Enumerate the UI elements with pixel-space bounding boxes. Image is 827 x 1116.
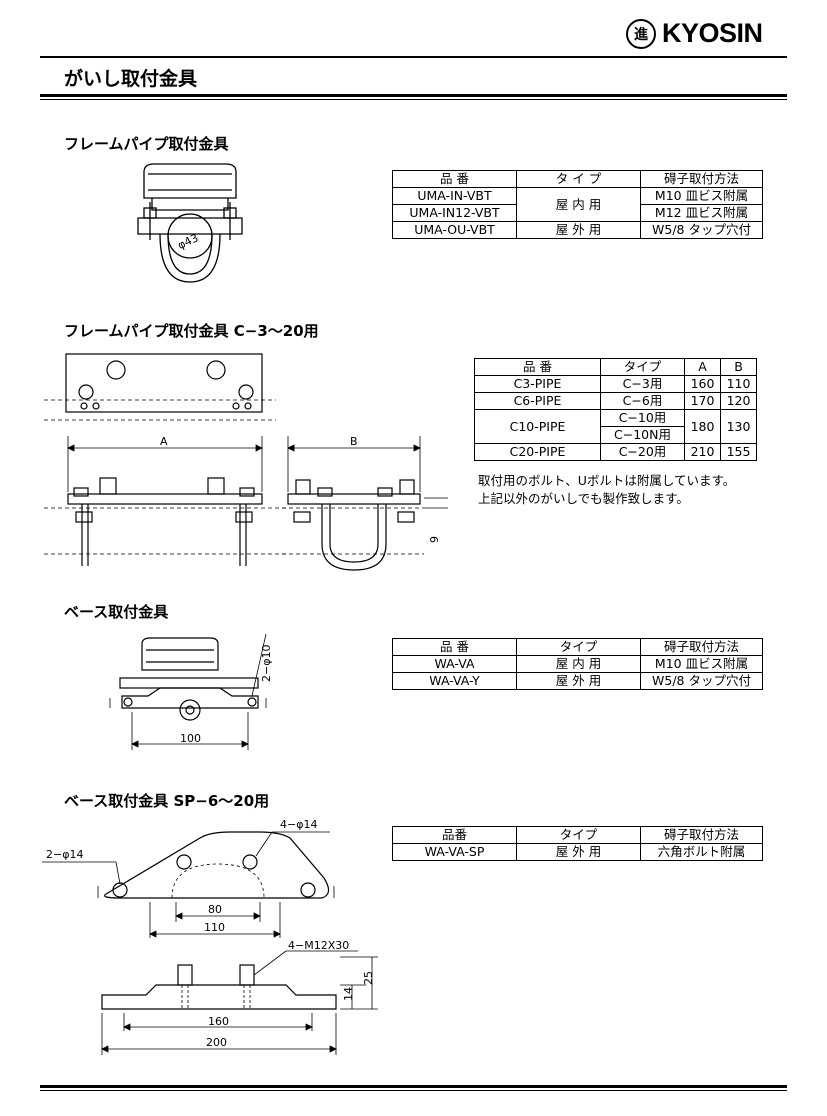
cell-b: 110 [720,375,757,393]
title-rule-thick [40,94,787,97]
dim-b: B [350,435,358,448]
cell-method: M12 皿ビス附属 [640,204,763,222]
brand-logo: 進 KYOSIN [626,18,763,49]
section-title-base-sp: ベース取付金具 SP−6〜20用 [64,792,270,810]
cell-a: 160 [684,375,721,393]
table-row: WA-VA 屋 内 用 M10 皿ビス附属 [392,655,763,673]
cell-b: 155 [720,443,757,461]
drawing-frame-pipe-c-top [44,353,276,421]
cell-b: 130 [720,409,757,444]
col-header-type: タイプ [516,826,641,844]
table-row: C20-PIPE C−20用 210 155 [474,443,757,461]
note-custom-order: 上記以外のがいしでも製作致します。 [478,491,689,506]
drawing-base-sp-side: 4−M12X30 160 200 14 25 [101,939,378,1055]
table-frame-pipe: 品 番 タ イ プ 碍子取付方法 UMA-IN-VBT 屋 内 用 M10 皿ビ… [392,170,763,239]
dim-160: 160 [208,1015,229,1028]
dim-2-phi10: 2−φ10 [260,645,273,682]
dim-2-phi14: 2−φ14 [46,848,83,861]
dim-25: 25 [362,971,375,985]
cell-type: 屋 外 用 [516,843,641,861]
dim-100: 100 [180,732,201,745]
cell-type: C−6用 [600,392,685,410]
cell-part: UMA-IN-VBT [392,187,517,205]
cell-method: M10 皿ビス附属 [640,187,763,205]
note-included-bolts: 取付用のボルト、Uボルトは附属しています。 [478,473,736,488]
col-header-method: 碍子取付方法 [640,826,763,844]
table-row: C10-PIPE C−10用 180 130 [474,409,757,444]
table-row: WA-VA-SP 屋 外 用 六角ボルト附属 [392,843,763,861]
cell-method: M10 皿ビス附属 [640,655,763,673]
col-header-part: 品番 [392,826,517,844]
brand-name: KYOSIN [662,18,763,48]
table-base: 品 番 タイプ 碍子取付方法 WA-VA 屋 内 用 M10 皿ビス附属 WA-… [392,638,763,690]
drawing-base-sp-top: 2−φ14 4−φ14 80 110 [42,818,335,938]
section-title-frame-pipe-c: フレームパイプ取付金具 C−3〜20用 [64,322,319,340]
cell-a: 210 [684,443,721,461]
cell-type: C−10N用 [600,426,685,444]
section-title-frame-pipe: フレームパイプ取付金具 [64,135,229,153]
dim-14: 14 [342,987,355,1001]
col-header-type: タイプ [516,638,641,656]
table-row: UMA-IN-VBT 屋 内 用 M10 皿ビス附属 [392,187,763,222]
title-rule-thin [40,99,787,100]
cell-part: WA-VA-SP [392,843,517,861]
cell-type: 屋 内 用 [516,655,641,673]
cell-a: 170 [684,392,721,410]
dim-80: 80 [208,903,222,916]
col-header-part: 品 番 [474,358,601,376]
cell-part: UMA-OU-VBT [392,221,517,239]
table-row: WA-VA-Y 屋 外 用 W5/8 タップ穴付 [392,672,763,690]
cell-a: 180 [684,409,721,444]
cell-type: 屋 内 用 [516,187,641,222]
cell-part: WA-VA-Y [392,672,517,690]
table-row: C−10N用 [475,426,757,444]
col-header-method: 碍子取付方法 [640,170,763,188]
drawing-base: 2−φ10 100 [109,633,273,750]
cell-b: 120 [720,392,757,410]
col-header-part: 品 番 [392,638,517,656]
table-row: C6-PIPE C−6用 170 120 [474,392,757,410]
cell-part: C20-PIPE [474,443,601,461]
cell-method: W5/8 タップ穴付 [640,672,763,690]
drawing-frame-pipe-c-end: B 6 [282,435,448,571]
col-header-a: A [684,358,721,376]
cell-type: C−3用 [600,375,685,393]
cell-method: 六角ボルト附属 [640,843,763,861]
cell-type: C−20用 [600,443,685,461]
drawing-frame-pipe: φ43 [137,163,243,283]
cell-method: W5/8 タップ穴付 [640,221,763,239]
brand-mark-icon: 進 [626,18,656,49]
footer-rule-thin [40,1090,787,1091]
dim-six: 6 [427,536,440,543]
section-title-base: ベース取付金具 [64,603,169,621]
cell-part: WA-VA [392,655,517,673]
col-header-type: タ イ プ [516,170,641,188]
page-title: がいし取付金具 [64,68,198,90]
dim-a: A [160,435,168,448]
table-row: C3-PIPE C−3用 160 110 [474,375,757,393]
cell-part: C6-PIPE [474,392,601,410]
footer-rule-thick [40,1085,787,1088]
cell-type: 屋 外 用 [516,221,641,239]
dim-4-m12x30: 4−M12X30 [288,939,349,952]
cell-type: 屋 外 用 [516,672,641,690]
dim-110: 110 [204,921,225,934]
table-row: UMA-IN12-VBT M12 皿ビス附属 [392,204,763,222]
table-frame-pipe-c: 品 番 タイプ A B C3-PIPE C−3用 160 110 C6-PIPE… [474,358,757,461]
table-base-sp: 品番 タイプ 碍子取付方法 WA-VA-SP 屋 外 用 六角ボルト附属 [392,826,763,861]
cell-part: C3-PIPE [474,375,601,393]
table-row: UMA-OU-VBT 屋 外 用 W5/8 タップ穴付 [392,221,763,239]
cell-type: C−10用 [600,409,685,427]
dim-4-phi14: 4−φ14 [280,818,317,831]
col-header-part: 品 番 [392,170,517,188]
dim-200: 200 [206,1036,227,1049]
cell-part: UMA-IN12-VBT [392,204,517,222]
drawing-frame-pipe-c-side: A [44,435,286,566]
col-header-type: タイプ [600,358,685,376]
col-header-method: 碍子取付方法 [640,638,763,656]
cell-part: C10-PIPE [474,409,601,444]
header-rule [40,56,787,58]
col-header-b: B [720,358,757,376]
